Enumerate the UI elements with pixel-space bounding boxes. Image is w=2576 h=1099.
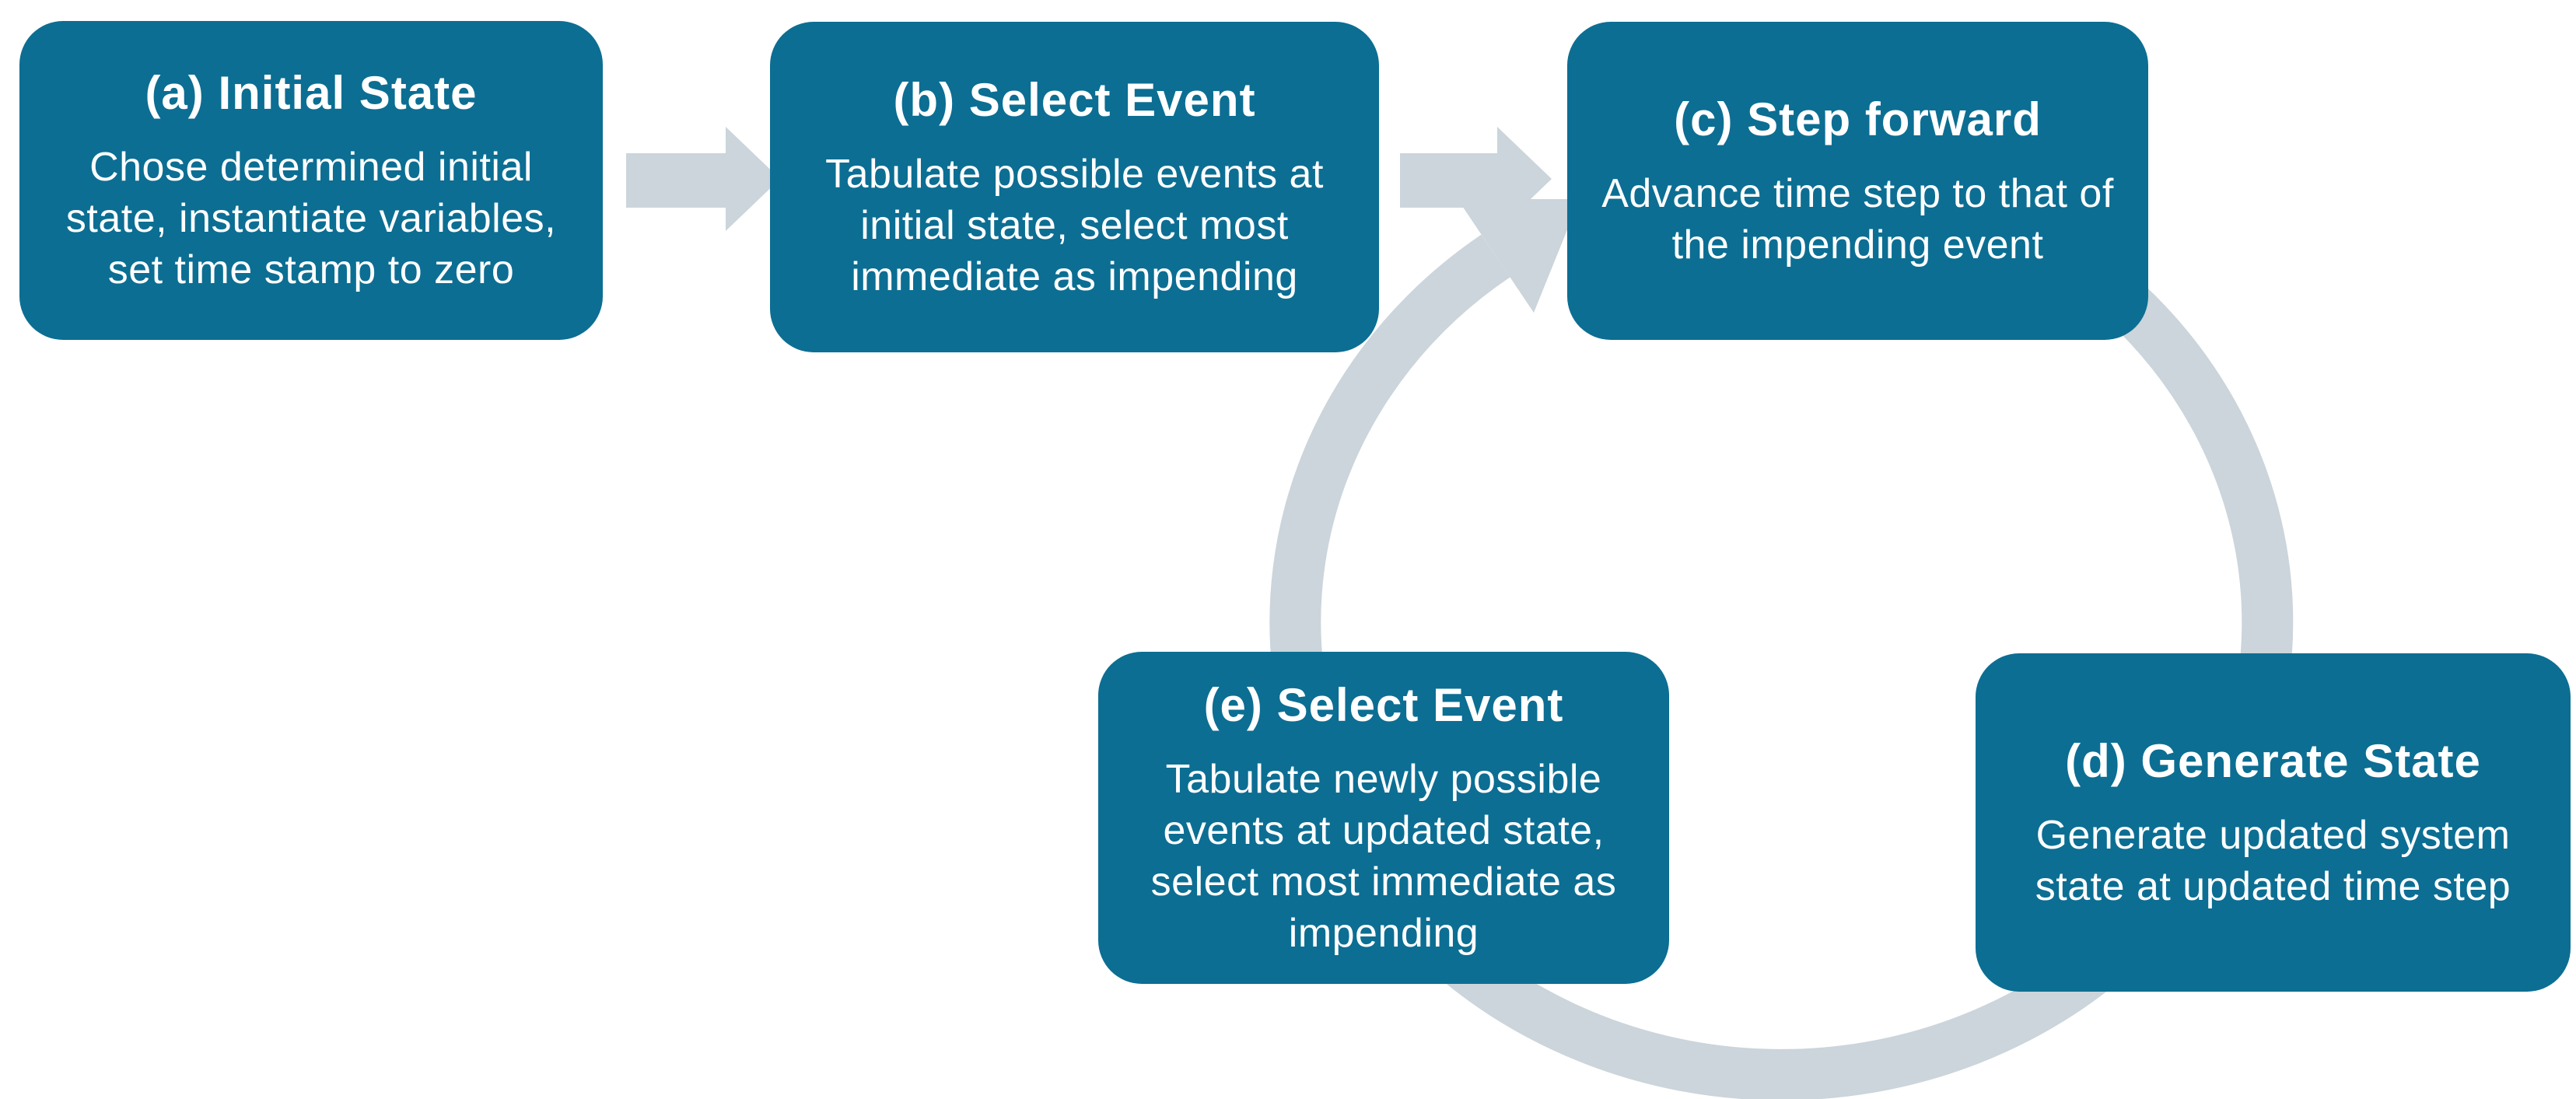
step-body: Tabulate newly possible events at update… — [1150, 756, 1617, 956]
step-title: (e) Select Event — [1203, 678, 1564, 731]
step-box-generate-state: (d) Generate State Generate updated syst… — [1976, 653, 2571, 992]
step-box-select-event: (b) Select Event Tabulate possible event… — [770, 22, 1379, 352]
arrow-a-to-b-icon — [626, 127, 780, 231]
step-title: (a) Initial State — [145, 67, 478, 119]
cycle-ring-arc — [1269, 234, 2294, 1099]
step-title: (b) Select Event — [893, 73, 1256, 126]
step-title: (c) Step forward — [1674, 93, 2042, 145]
step-box-select-event-updated: (e) Select Event Tabulate newly possible… — [1098, 652, 1669, 984]
step-body: Advance time step to that of the impendi… — [1601, 170, 2114, 268]
step-body: Chose determined initial state, instanti… — [65, 145, 557, 292]
step-title: (d) Generate State — [2065, 734, 2481, 787]
step-box-step-forward: (c) Step forward Advance time step to th… — [1567, 22, 2148, 340]
step-body: Tabulate possible events at initial stat… — [825, 151, 1324, 299]
cycle-arrowhead-icon — [1458, 199, 1580, 313]
step-box-initial-state: (a) Initial State Chose determined initi… — [19, 21, 603, 340]
arrow-b-to-c-icon — [1400, 127, 1552, 231]
step-body: Generate updated system state at updated… — [2035, 812, 2511, 909]
